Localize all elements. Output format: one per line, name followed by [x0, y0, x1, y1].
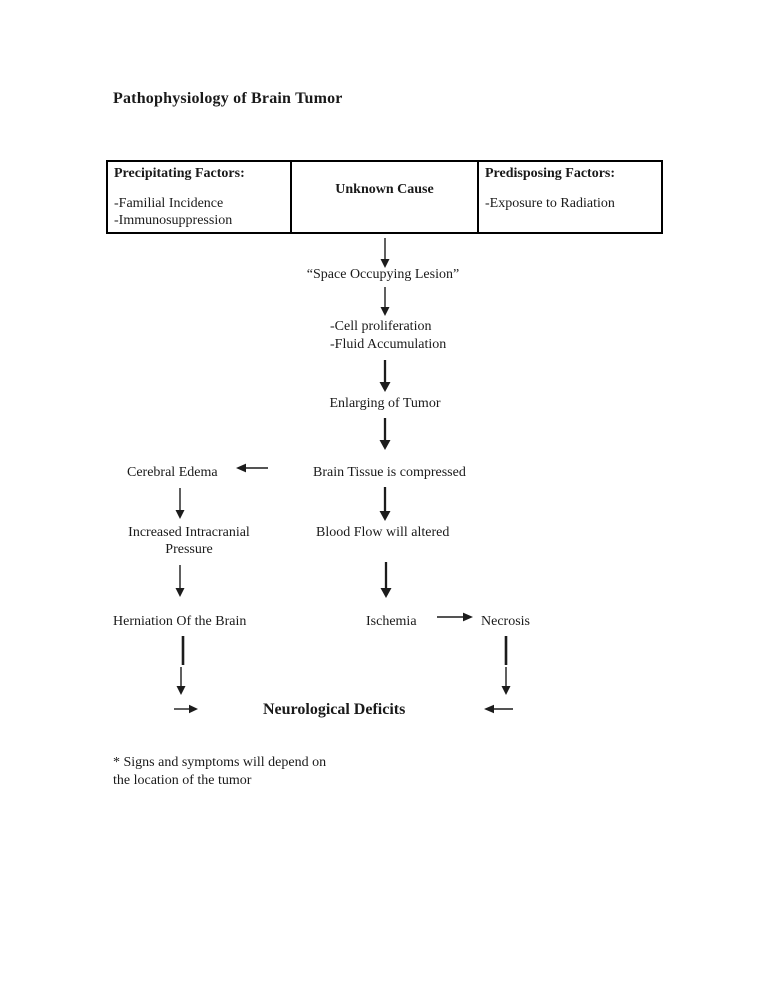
arrow-right-icon: [174, 702, 198, 716]
precipitating-factors-cell: Precipitating Factors: -Familial Inciden…: [108, 162, 292, 232]
node-blood-flow-altered: Blood Flow will altered: [316, 525, 450, 540]
predisposing-factors-cell: Predisposing Factors: -Exposure to Radia…: [479, 162, 661, 232]
fluid-accumulation-line: -Fluid Accumulation: [330, 336, 447, 352]
node-ischemia: Ischemia: [366, 614, 417, 629]
footnote-line1: * Signs and symptoms will depend on: [113, 755, 327, 770]
arrow-down-icon: [174, 667, 188, 695]
arrow-down-icon: [378, 238, 392, 268]
arrow-down-icon: [378, 287, 392, 316]
predisposing-factor-item: -Exposure to Radiation: [485, 196, 615, 211]
connector-line: [503, 636, 509, 665]
precipitating-factor-item: -Familial Incidence: [114, 196, 224, 211]
node-herniation-of-brain: Herniation Of the Brain: [113, 614, 247, 629]
arrow-right-icon: [437, 610, 473, 624]
arrow-down-icon: [173, 488, 187, 519]
page-title: Pathophysiology of Brain Tumor: [113, 90, 343, 107]
node-cell-proliferation: -Cell proliferation -Fluid Accumulation: [330, 318, 446, 353]
arrow-down-icon: [377, 487, 393, 521]
node-necrosis: Necrosis: [481, 614, 530, 629]
unknown-cause-cell: Unknown Cause: [292, 162, 479, 232]
predisposing-factors-list: -Exposure to Radiation: [485, 195, 655, 212]
arrow-down-icon: [378, 562, 394, 598]
node-increased-intracranial-pressure: Increased Intracranial Pressure: [118, 524, 260, 558]
increased-icp-line1: Increased Intracranial: [128, 525, 250, 540]
node-cerebral-edema: Cerebral Edema: [127, 465, 218, 480]
increased-icp-line2: Pressure: [165, 542, 213, 557]
node-brain-tissue-compressed: Brain Tissue is compressed: [313, 465, 466, 480]
footnote-line2: the location of the tumor: [113, 773, 252, 788]
precipitating-factor-item: -Immunosuppression: [114, 213, 233, 228]
arrow-down-icon: [499, 667, 513, 695]
arrow-down-icon: [173, 565, 187, 597]
node-space-occupying-lesion: “Space Occupying Lesion”: [306, 267, 460, 282]
precipitating-factors-header: Precipitating Factors:: [114, 166, 245, 181]
arrow-left-icon: [236, 461, 268, 475]
precipitating-factors-list: -Familial Incidence -Immunosuppression: [114, 195, 284, 229]
arrow-left-icon: [484, 702, 513, 716]
footnote: * Signs and symptoms will depend on the …: [113, 754, 326, 790]
node-neurological-deficits: Neurological Deficits: [263, 701, 406, 718]
arrow-down-icon: [377, 360, 393, 392]
connector-line: [180, 636, 186, 665]
cell-proliferation-line: -Cell proliferation: [330, 319, 432, 334]
predisposing-factors-header: Predisposing Factors:: [485, 166, 616, 181]
unknown-cause-label: Unknown Cause: [335, 182, 434, 197]
node-enlarging-of-tumor: Enlarging of Tumor: [329, 396, 441, 411]
arrow-down-icon: [377, 418, 393, 450]
factors-table: Precipitating Factors: -Familial Inciden…: [106, 160, 663, 234]
